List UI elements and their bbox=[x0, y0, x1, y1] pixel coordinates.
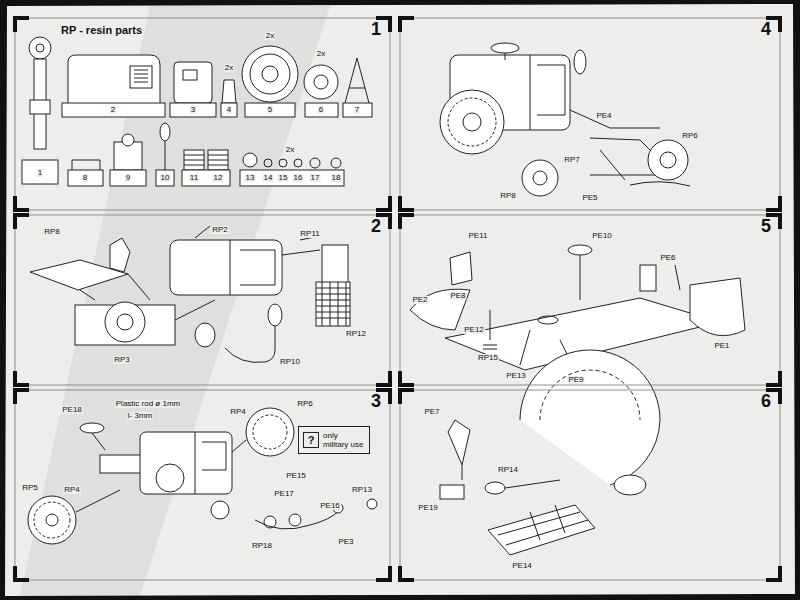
step-panel: 2 bbox=[15, 215, 390, 385]
panel-frame bbox=[400, 390, 780, 580]
part-label: 4 bbox=[226, 106, 232, 114]
part-label: RP12 bbox=[345, 330, 367, 338]
part-label: RP6 bbox=[681, 132, 699, 140]
part-label: PE16 bbox=[319, 502, 341, 510]
step-number: 1 bbox=[370, 20, 382, 38]
corner-bracket bbox=[400, 18, 780, 210]
part-label: 2x bbox=[285, 146, 295, 154]
step-panel: 4 bbox=[400, 18, 780, 210]
part-label: 5 bbox=[267, 106, 273, 114]
part-label: RP18 bbox=[251, 542, 273, 550]
part-label: 3 bbox=[190, 106, 196, 114]
part-label: PE4 bbox=[595, 112, 612, 120]
step-number: 4 bbox=[760, 20, 772, 38]
question-mark: ? bbox=[303, 432, 319, 448]
corner-bracket bbox=[15, 215, 390, 385]
part-label: PE7 bbox=[423, 408, 440, 416]
part-label: PE13 bbox=[505, 372, 527, 380]
part-label: PE15 bbox=[285, 472, 307, 480]
part-label: PE10 bbox=[591, 232, 613, 240]
part-label: Plastic rod ø 1mm bbox=[115, 400, 181, 408]
part-label: 13 bbox=[245, 174, 256, 182]
note-box: ?only military use bbox=[298, 426, 370, 454]
part-label: RP11 bbox=[299, 230, 320, 238]
part-label: 17 bbox=[310, 174, 321, 182]
panel-heading: RP - resin parts bbox=[59, 24, 144, 36]
part-label: 8 bbox=[82, 174, 88, 182]
part-label: 11 bbox=[189, 174, 199, 182]
part-label: PE19 bbox=[417, 504, 439, 512]
part-label: 7 bbox=[354, 106, 360, 114]
part-label: PE6 bbox=[659, 254, 676, 262]
part-label: 15 bbox=[278, 174, 289, 182]
step-number: 3 bbox=[370, 392, 382, 410]
panel-frame bbox=[400, 215, 780, 385]
step-panel: 5 bbox=[400, 215, 780, 385]
step-number: 5 bbox=[760, 217, 772, 235]
part-label: RP5 bbox=[21, 484, 39, 492]
part-label: PE2 bbox=[411, 296, 428, 304]
part-label: RP10 bbox=[279, 358, 301, 366]
part-label: 10 bbox=[160, 174, 171, 182]
part-label: PE8 bbox=[449, 292, 466, 300]
part-label: RP8 bbox=[43, 228, 61, 236]
part-label: 6 bbox=[318, 106, 324, 114]
corner-bracket bbox=[400, 215, 780, 385]
part-label: RP7 bbox=[563, 156, 581, 164]
step-panel: 3?only military use bbox=[15, 390, 390, 580]
part-label: l- 3mm bbox=[127, 412, 153, 420]
corner-bracket bbox=[400, 390, 780, 580]
part-label: RP15 bbox=[477, 354, 499, 362]
part-label: PE11 bbox=[468, 232, 489, 240]
part-label: 18 bbox=[331, 174, 342, 182]
part-label: PE5 bbox=[581, 194, 598, 202]
part-label: RP4 bbox=[63, 486, 81, 494]
corner-bracket bbox=[15, 390, 390, 580]
part-label: 16 bbox=[293, 174, 304, 182]
panel-frame bbox=[400, 18, 780, 210]
step-number: 2 bbox=[370, 217, 382, 235]
part-label: 2x bbox=[224, 64, 234, 72]
part-label: 14 bbox=[263, 174, 274, 182]
part-label: PE9 bbox=[567, 376, 584, 384]
corner-bracket bbox=[15, 18, 390, 210]
part-label: RP3 bbox=[113, 356, 131, 364]
part-label: PE17 bbox=[273, 490, 295, 498]
part-label: RP6 bbox=[296, 400, 314, 408]
panel-frame bbox=[15, 215, 390, 385]
part-label: RP2 bbox=[211, 226, 229, 234]
part-label: 2x bbox=[265, 32, 275, 40]
part-label: RP14 bbox=[497, 466, 519, 474]
step-number: 6 bbox=[760, 392, 772, 410]
part-label: RP4 bbox=[229, 408, 247, 416]
step-panel: 6 bbox=[400, 390, 780, 580]
panel-frame bbox=[15, 390, 390, 580]
part-label: 2 bbox=[110, 106, 116, 114]
part-label: RP13 bbox=[351, 486, 373, 494]
part-label: 9 bbox=[125, 174, 131, 182]
part-label: 1 bbox=[37, 169, 43, 177]
panel-frame bbox=[15, 18, 390, 210]
part-label: PE18 bbox=[61, 406, 83, 414]
part-label: 2x bbox=[316, 50, 326, 58]
part-label: PE1 bbox=[713, 342, 730, 350]
part-label: PE3 bbox=[337, 538, 354, 546]
part-label: RP8 bbox=[499, 192, 517, 200]
part-label: PE14 bbox=[511, 562, 533, 570]
part-label: 12 bbox=[213, 174, 224, 182]
part-label: PE12 bbox=[463, 326, 485, 334]
note-text: only military use bbox=[323, 431, 365, 449]
